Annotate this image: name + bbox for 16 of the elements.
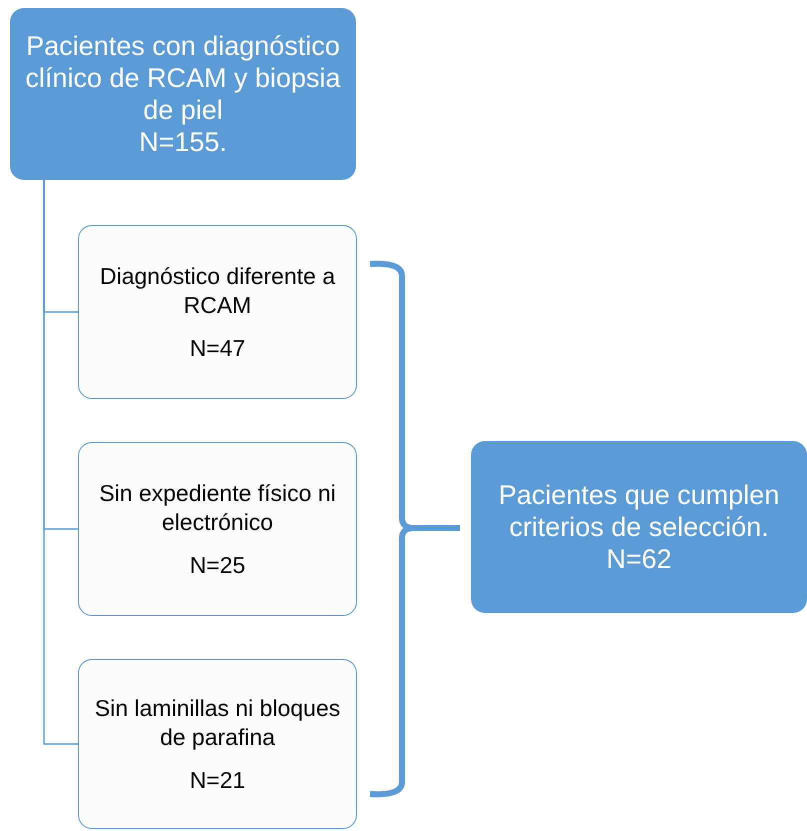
- summary-box: [471, 441, 807, 613]
- exclusion-box: [78, 225, 357, 399]
- count-text: N=155.: [139, 126, 227, 158]
- count-text: N=25: [190, 550, 246, 580]
- box-text: Diagnóstico diferente a RCAM: [98, 262, 336, 320]
- connector-line: [43, 180, 78, 745]
- summary-box: [10, 8, 356, 180]
- box-text: Pacientes que cumplen criterios de selección.: [498, 479, 780, 543]
- count-text: N=47: [190, 334, 246, 362]
- box-text: Sin laminillas ni bloques de parafina: [94, 694, 342, 752]
- exclusion-box: [78, 442, 357, 616]
- box-text: Sin expediente físico ni electrónico: [98, 478, 337, 536]
- count-text: N=21: [190, 766, 246, 794]
- box-text: Pacientes con diagnóstico clínico de RCAM y biopsia de piel: [24, 30, 342, 126]
- exclusion-box: [78, 659, 357, 829]
- count-text: N=62: [606, 543, 672, 575]
